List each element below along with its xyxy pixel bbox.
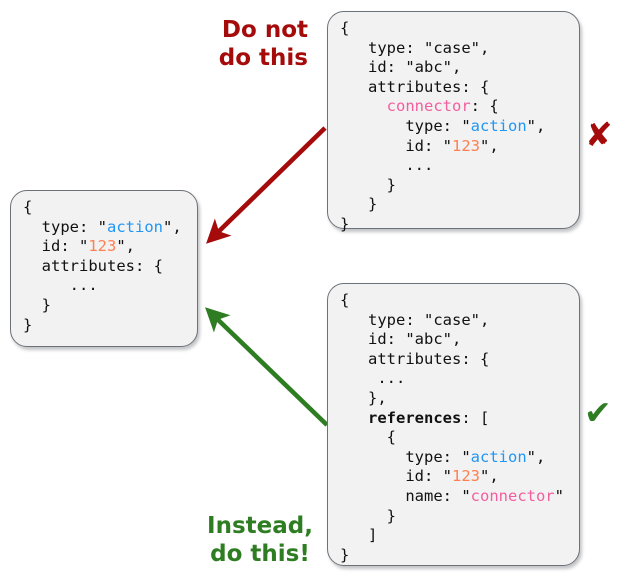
code-line: }	[340, 507, 569, 527]
code-token	[340, 97, 387, 115]
code-token: type: "	[340, 116, 471, 135]
code-token: action	[470, 447, 527, 466]
code-line: }	[340, 546, 569, 566]
code-token: }	[340, 506, 396, 525]
code-line: connector: {	[340, 97, 569, 117]
code-line: references: [	[340, 409, 569, 429]
code-line: type: "action",	[340, 117, 569, 137]
code-token: }	[340, 195, 378, 214]
code-line: }	[340, 195, 569, 215]
code-line: ...	[23, 276, 187, 296]
code-line: {	[340, 19, 569, 39]
code-token: id: "	[340, 467, 452, 486]
code-token: {	[340, 291, 350, 309]
code-token: : {	[470, 97, 499, 116]
code-line: attributes: {	[23, 257, 187, 277]
code-token: ...	[23, 276, 98, 295]
code-token: ",	[116, 237, 135, 256]
code-token: attributes: {	[23, 256, 163, 275]
code-token: },	[340, 388, 387, 407]
code-line: type: "case",	[340, 311, 569, 331]
arrow-bad	[206, 126, 327, 244]
code-token: connector	[470, 486, 555, 505]
code-token: 123	[451, 467, 480, 486]
code-line: ]	[340, 526, 569, 546]
code-line: {	[340, 428, 569, 448]
label-instead-do-this: Instead, do this!	[207, 513, 313, 567]
code-token: ",	[163, 217, 182, 236]
code-token	[340, 409, 368, 427]
code-token: ]	[340, 526, 378, 545]
code-line: attributes: {	[340, 78, 569, 98]
code-line: attributes: {	[340, 350, 569, 370]
code-line: }	[340, 215, 569, 235]
code-token: }	[340, 175, 396, 194]
code-line: }	[23, 296, 187, 316]
code-line: {	[340, 291, 569, 311]
code-line: ...	[340, 369, 569, 389]
code-line: type: "case",	[340, 39, 569, 59]
code-line: type: "action",	[23, 218, 187, 238]
code-token: ",	[479, 467, 499, 486]
code-line: }	[340, 176, 569, 196]
code-token: 123	[451, 136, 480, 155]
code-token: {	[23, 198, 33, 216]
label-do-not-do-this: Do not do this	[218, 17, 308, 71]
cross-icon: ✘	[585, 115, 613, 154]
code-box-nested-connector: { type: "case", id: "abc", attributes: {…	[327, 11, 580, 233]
code-token: }	[23, 315, 33, 334]
code-line: }	[23, 316, 187, 336]
code-line: id: "123",	[23, 237, 187, 257]
code-token: {	[340, 428, 396, 447]
code-token: attributes: {	[340, 77, 490, 96]
check-icon: ✔	[584, 393, 612, 432]
code-token: type: "	[23, 217, 107, 236]
code-token: "	[554, 486, 564, 505]
code-token: ",	[526, 116, 546, 135]
code-token: type: "case",	[340, 310, 490, 329]
code-token: id: "abc",	[340, 58, 462, 77]
code-token: name: "	[340, 486, 471, 505]
code-token: id: "	[23, 237, 89, 256]
code-line: ...	[340, 156, 569, 176]
code-line: name: "connector"	[340, 487, 569, 507]
code-line: },	[340, 389, 569, 409]
code-line: id: "123",	[340, 137, 569, 157]
code-box-action-object: { type: "action", id: "123", attributes:…	[10, 190, 198, 347]
code-token: references	[368, 408, 462, 427]
code-token: type: "case",	[340, 38, 490, 57]
code-line: type: "action",	[340, 448, 569, 468]
code-token: {	[340, 19, 350, 37]
code-box-references-array: { type: "case", id: "abc", attributes: {…	[327, 283, 580, 566]
code-line: {	[23, 198, 187, 218]
code-line: id: "abc",	[340, 58, 569, 78]
code-token: id: "abc",	[340, 330, 462, 349]
code-token: action	[470, 116, 527, 135]
code-token: type: "	[340, 447, 471, 466]
code-token: }	[340, 545, 350, 564]
code-token: id: "	[340, 136, 452, 155]
code-token: action	[107, 217, 163, 236]
code-token: }	[23, 295, 51, 314]
code-token: ...	[340, 156, 434, 175]
code-token: connector	[386, 97, 471, 116]
code-token: attributes: {	[340, 349, 490, 368]
code-token: }	[340, 214, 350, 233]
code-line: id: "abc",	[340, 330, 569, 350]
code-token: ...	[340, 369, 406, 388]
arrow-good	[205, 307, 329, 427]
code-token: 123	[88, 237, 117, 256]
code-line: id: "123",	[340, 467, 569, 487]
code-token: ",	[479, 136, 499, 155]
code-token: ",	[526, 447, 546, 466]
code-token: : [	[461, 408, 490, 427]
